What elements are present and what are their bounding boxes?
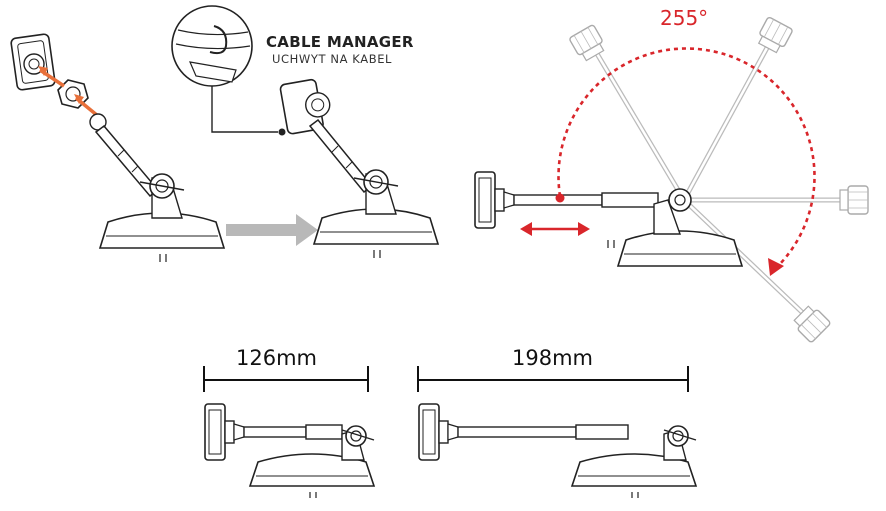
rotation-arc <box>557 47 816 269</box>
cable-manager-title: CABLE MANAGER <box>266 33 414 51</box>
cable-pointer-dot <box>278 128 286 136</box>
rotation-angle-label: 255° <box>660 6 709 30</box>
arc-start-dot <box>555 193 565 203</box>
rotation-diagram <box>474 15 869 344</box>
retracted-length-label: 126mm <box>236 346 317 370</box>
extended-length-label: 198mm <box>512 346 593 370</box>
dimension-retracted <box>203 366 376 498</box>
assembled-mount <box>279 78 439 259</box>
dimension-extended <box>417 366 698 498</box>
grey-process-arrow <box>226 214 318 246</box>
arc-arrowhead <box>768 258 784 276</box>
suction-base-left <box>99 173 225 263</box>
extension-arm-left <box>94 124 160 198</box>
cable-manager-subtitle: UCHWYT NA KABEL <box>272 52 393 66</box>
orange-arrowhead-1 <box>38 66 48 76</box>
phone-plate-left <box>10 33 56 91</box>
extension-double-arrow <box>520 222 590 236</box>
cable-manager-detail <box>171 5 286 136</box>
orange-arrowhead-2 <box>74 94 84 104</box>
assembly-illustration <box>10 33 225 263</box>
